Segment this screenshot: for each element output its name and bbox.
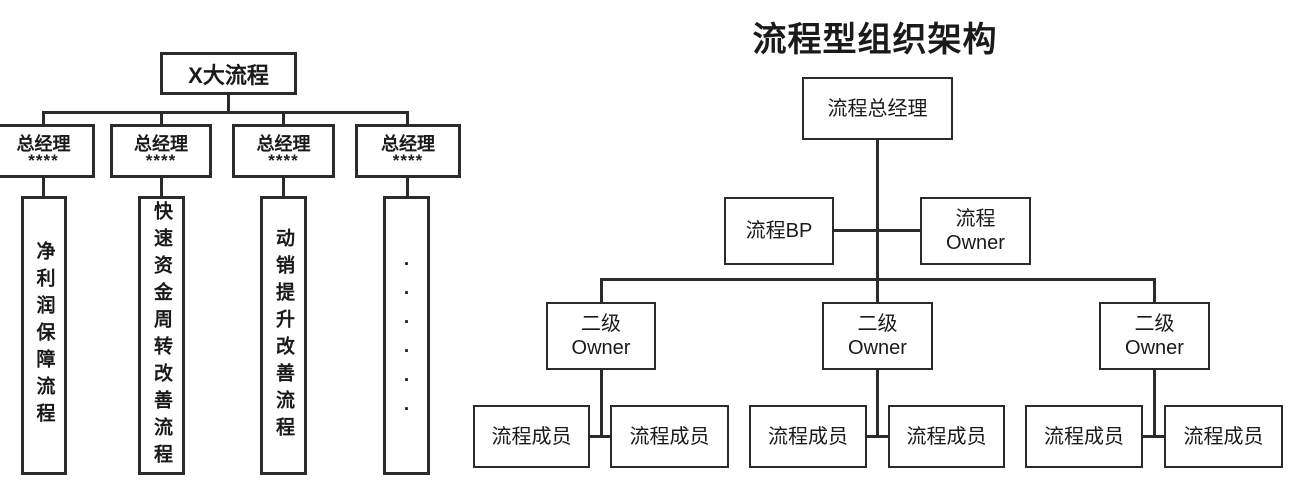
process-owner-node: 流程 Owner <box>920 197 1031 265</box>
process-member-node-3: 流程成员 <box>749 405 867 468</box>
manager-title: 总经理 <box>256 134 311 155</box>
manager-title: 总经理 <box>134 134 188 155</box>
left-process-node-1: 净利润保障流程 <box>21 196 67 475</box>
left-process-node-2: 快速资金周转改善流程 <box>138 196 185 475</box>
connector-line <box>406 111 409 126</box>
process-member-label: 流程成员 <box>491 425 572 448</box>
second-level-owner-node-1: 二级 Owner <box>546 302 656 370</box>
connector-line <box>600 370 603 438</box>
left-manager-node-1: 总经理 **** <box>0 124 95 178</box>
process-member-label: 流程成员 <box>906 425 987 448</box>
connector-line <box>876 370 879 438</box>
process-member-label: 流程成员 <box>629 425 710 448</box>
connector-line <box>160 178 163 198</box>
process-bp-label: 流程BP <box>745 220 813 242</box>
process-member-node-6: 流程成员 <box>1164 405 1283 468</box>
connector-line <box>42 111 45 126</box>
second-level-owner-label: 二级 Owner <box>1125 313 1184 359</box>
connector-line <box>406 178 409 198</box>
connector-line <box>600 278 603 304</box>
process-member-label: 流程成员 <box>1183 425 1264 448</box>
manager-title: 总经理 <box>381 134 435 155</box>
connector-line <box>876 140 879 280</box>
connector-line <box>282 111 285 126</box>
connector-line <box>42 111 409 114</box>
left-root-label: X大流程 <box>188 62 269 88</box>
connector-line <box>588 435 612 438</box>
manager-title: 总经理 <box>16 134 71 155</box>
process-member-node-5: 流程成员 <box>1025 405 1143 468</box>
connector-line <box>42 178 45 198</box>
right-root-node: 流程总经理 <box>802 77 953 140</box>
connector-line <box>834 229 920 232</box>
left-process-node-4: ...... <box>383 196 430 475</box>
process-label: 净利润保障流程 <box>33 241 55 430</box>
connector-line <box>282 178 285 198</box>
second-level-owner-node-3: 二级 Owner <box>1099 302 1210 370</box>
left-manager-node-4: 总经理 **** <box>355 124 461 178</box>
connector-line <box>865 435 890 438</box>
process-member-label: 流程成员 <box>1044 425 1124 448</box>
second-level-owner-label: 二级 Owner <box>571 313 631 359</box>
process-member-node-4: 流程成员 <box>888 405 1005 468</box>
left-manager-node-2: 总经理 **** <box>110 124 212 178</box>
left-root-node: X大流程 <box>160 52 297 95</box>
left-process-node-3: 动销提升改善流程 <box>260 196 307 475</box>
process-member-node-1: 流程成员 <box>473 405 590 468</box>
process-owner-label: 流程 Owner <box>946 208 1005 254</box>
connector-line <box>1141 435 1166 438</box>
connector-line <box>227 95 230 114</box>
process-bp-node: 流程BP <box>724 197 834 265</box>
process-label: ...... <box>396 248 417 423</box>
manager-stars: **** <box>268 150 299 170</box>
connector-line <box>160 111 163 126</box>
right-root-label: 流程总经理 <box>827 97 928 120</box>
manager-stars: **** <box>28 150 59 170</box>
second-level-owner-label: 二级 Owner <box>848 313 907 359</box>
process-member-label: 流程成员 <box>768 425 848 448</box>
process-member-node-2: 流程成员 <box>610 405 729 468</box>
connector-line <box>876 278 879 304</box>
connector-line <box>1153 278 1156 304</box>
left-manager-node-3: 总经理 **** <box>232 124 335 178</box>
connector-line <box>1153 370 1156 438</box>
right-chart-title: 流程型组织架构 <box>752 21 998 59</box>
process-label: 动销提升改善流程 <box>273 227 294 444</box>
process-label: 快速资金周转改善流程 <box>151 200 172 471</box>
second-level-owner-node-2: 二级 Owner <box>822 302 933 370</box>
manager-stars: **** <box>145 150 177 170</box>
manager-stars: **** <box>392 150 424 170</box>
